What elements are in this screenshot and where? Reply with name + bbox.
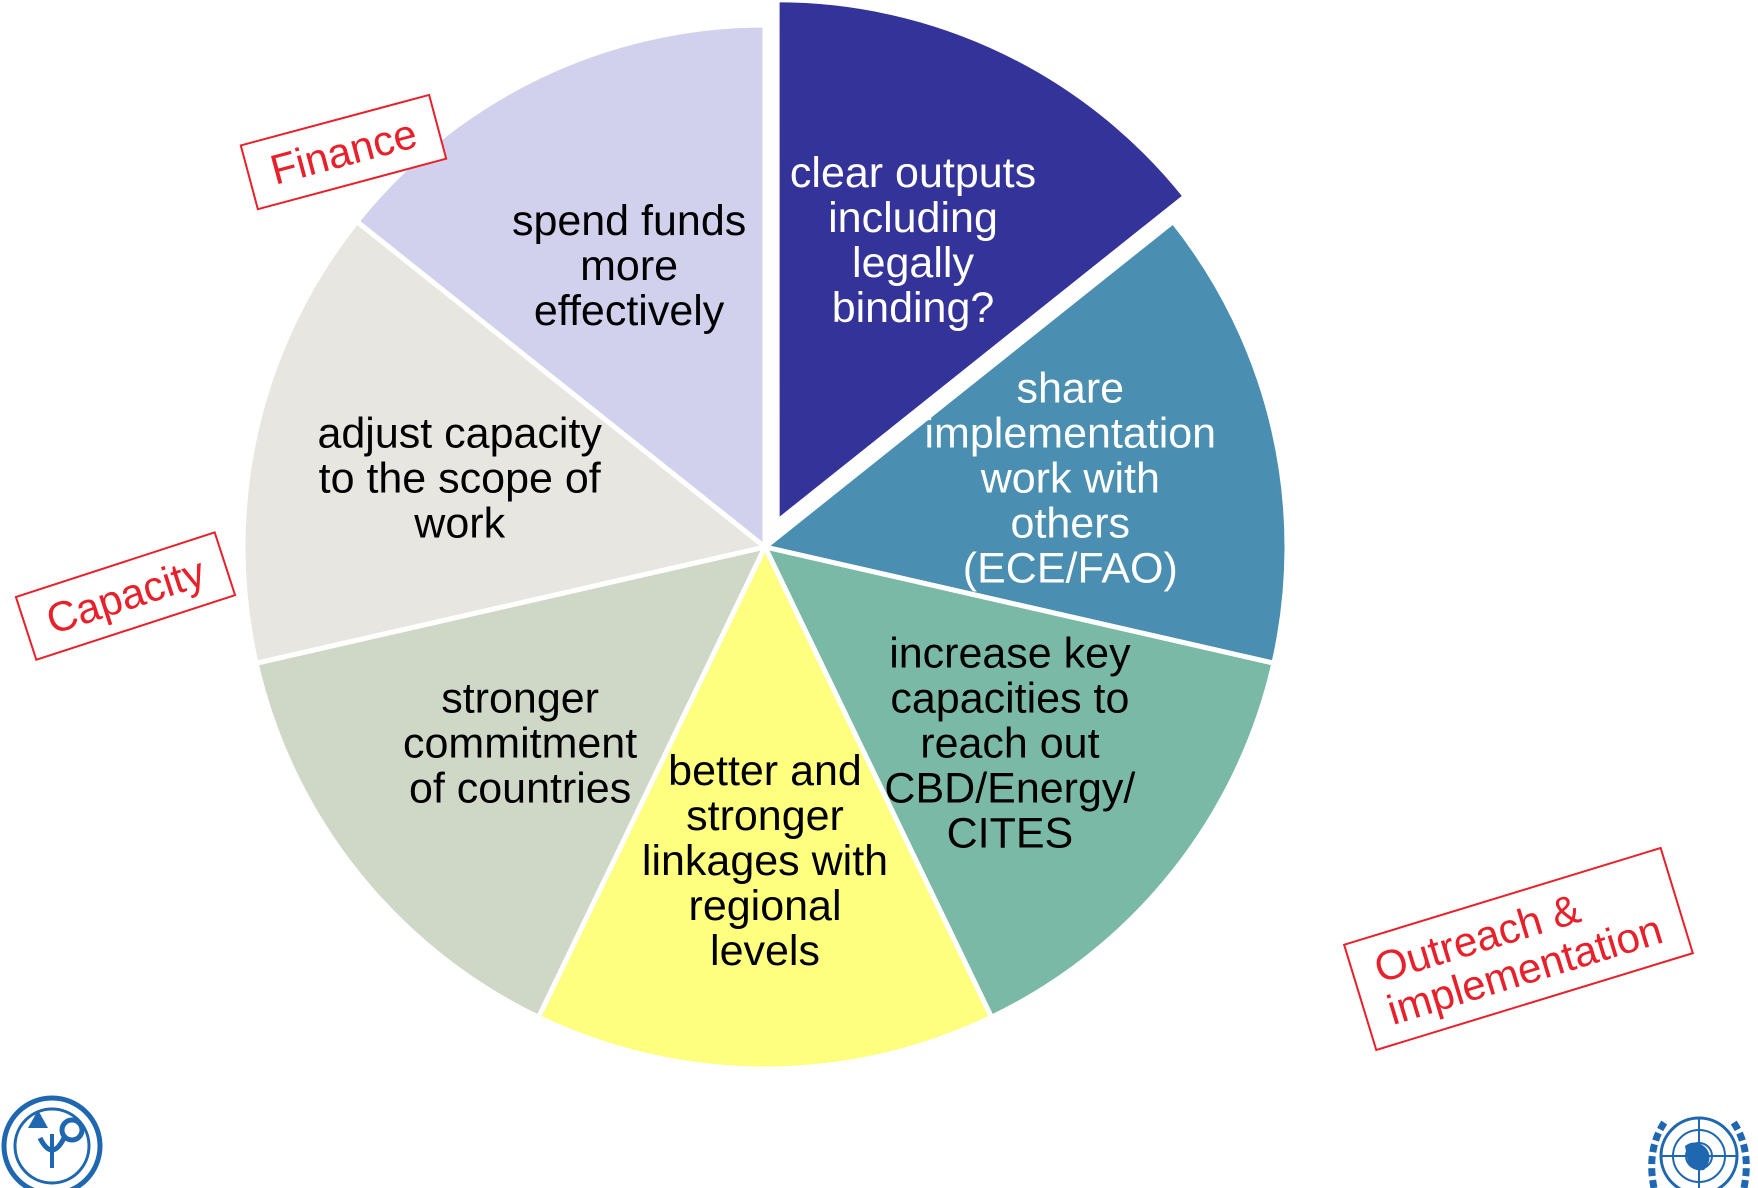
segment-share-label-line: implementation <box>925 409 1217 457</box>
segment-capacity-label-line: work <box>413 499 505 547</box>
segment-capacity-label-line: to the scope of <box>319 454 602 502</box>
un-emblem-logo <box>1648 1116 1750 1188</box>
segment-share-label-line: work with <box>980 454 1160 502</box>
segment-commitment-wedge <box>253 543 770 1021</box>
segment-linkages-label-line: regional <box>689 882 842 930</box>
segment-funds-wedge <box>353 22 768 553</box>
segment-increase-label-line: reach out <box>920 719 1099 767</box>
segment-funds-label-line: effectively <box>534 287 725 335</box>
segment-outputs-label-line: including <box>828 194 998 242</box>
segment-share-wedge <box>759 217 1290 667</box>
segment-capacity-label-line: adjust capacity <box>317 409 602 457</box>
segment-increase-label-line: CITES <box>947 809 1074 857</box>
segment-commitment-label-line: stronger <box>441 674 599 722</box>
segment-linkages-label-line: stronger <box>686 792 844 840</box>
segment-increase-label-line: capacities to <box>890 674 1129 722</box>
segment-commitment-label-line: commitment <box>403 719 637 767</box>
segment-linkages-label-line: linkages with <box>642 837 888 885</box>
segment-outputs-wedge <box>774 0 1189 527</box>
segment-share-label-line: (ECE/FAO) <box>963 544 1178 592</box>
segment-outputs-label-line: binding? <box>832 284 995 332</box>
segment-increase-label-line: CBD/Energy/ <box>884 764 1135 812</box>
segment-linkages-label-line: levels <box>710 927 820 975</box>
segment-outputs-label-line: clear outputs <box>790 149 1036 197</box>
segment-funds-label-line: more <box>580 242 678 290</box>
segment-linkages-label-line: better and <box>668 747 862 795</box>
fao-logo <box>1 1095 103 1188</box>
segment-increase-label-line: increase key <box>889 629 1131 677</box>
segment-funds-label-line: spend funds <box>512 197 746 245</box>
segment-commitment-label-line: of countries <box>409 764 631 812</box>
segment-capacity-wedge <box>240 217 771 667</box>
segment-outputs-label-line: legally <box>852 239 974 287</box>
segment-increase-wedge <box>760 543 1277 1021</box>
segment-share-label-line: others <box>1011 499 1131 547</box>
segment-share-label-line: share <box>1017 364 1125 412</box>
segment-linkages-wedge <box>535 541 995 1072</box>
